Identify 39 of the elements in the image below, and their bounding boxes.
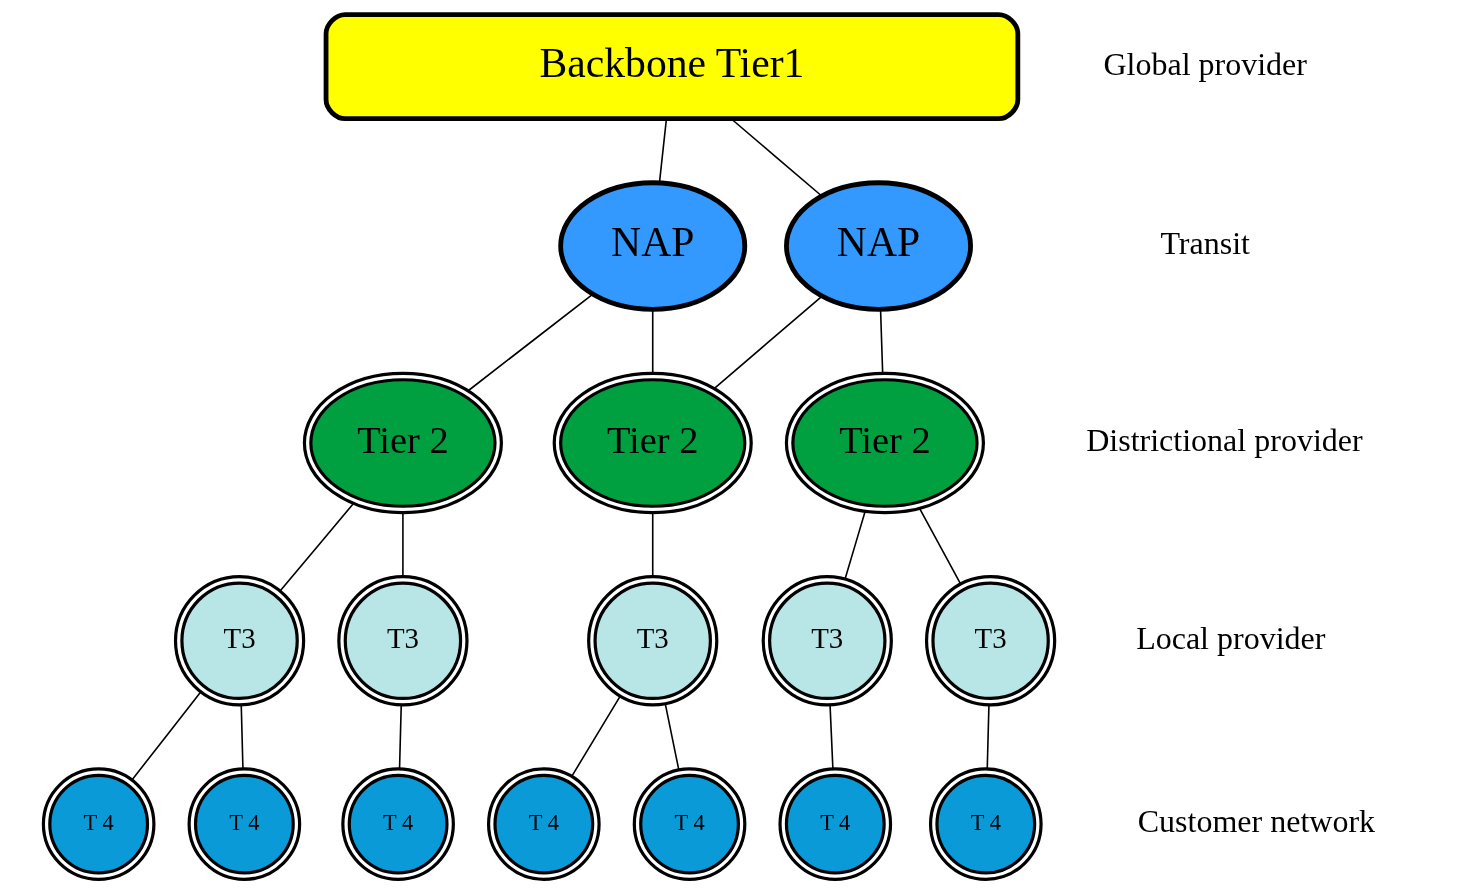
label: Customer network — [1137, 803, 1375, 840]
connector — [879, 308, 883, 374]
connector — [467, 293, 593, 392]
connector — [278, 502, 354, 592]
connector — [651, 512, 654, 578]
connector — [130, 691, 201, 781]
node-circle: T3 — [586, 575, 718, 707]
connector — [570, 695, 621, 777]
node-circle: T 4 — [41, 767, 155, 881]
label: Local provider — [1135, 619, 1325, 656]
node-ellipse: NAP — [557, 180, 747, 312]
node-circle: T3 — [336, 575, 469, 707]
node-circle: T3 — [761, 575, 893, 707]
label: Transit — [1159, 225, 1250, 262]
node-ellipse: Tier 2 — [784, 371, 985, 515]
node-circle: T 4 — [187, 767, 301, 881]
label: Districtional provider — [1085, 422, 1363, 458]
node-circle: T 4 — [340, 767, 455, 881]
connector — [664, 703, 680, 771]
node-box: Backbone Tier1 — [323, 12, 1020, 122]
node-ellipse: NAP — [783, 180, 973, 312]
connector — [398, 704, 402, 770]
node-circle: T3 — [173, 575, 305, 707]
connector — [828, 704, 834, 770]
connector — [843, 510, 866, 580]
connector — [918, 507, 961, 585]
node-circle: T 4 — [928, 767, 1043, 881]
node-circle: T 4 — [486, 767, 601, 881]
connector — [239, 704, 244, 770]
node-circle: T 4 — [777, 767, 892, 881]
label: Global provider — [1102, 45, 1307, 82]
node-ellipse: Tier 2 — [552, 371, 753, 515]
connector — [401, 512, 404, 578]
connector — [713, 295, 822, 390]
node-circle: T3 — [924, 575, 1056, 707]
node-circle: T 4 — [632, 767, 746, 881]
node-ellipse: Tier 2 — [302, 371, 503, 515]
connector — [651, 308, 654, 374]
connector — [985, 704, 990, 770]
